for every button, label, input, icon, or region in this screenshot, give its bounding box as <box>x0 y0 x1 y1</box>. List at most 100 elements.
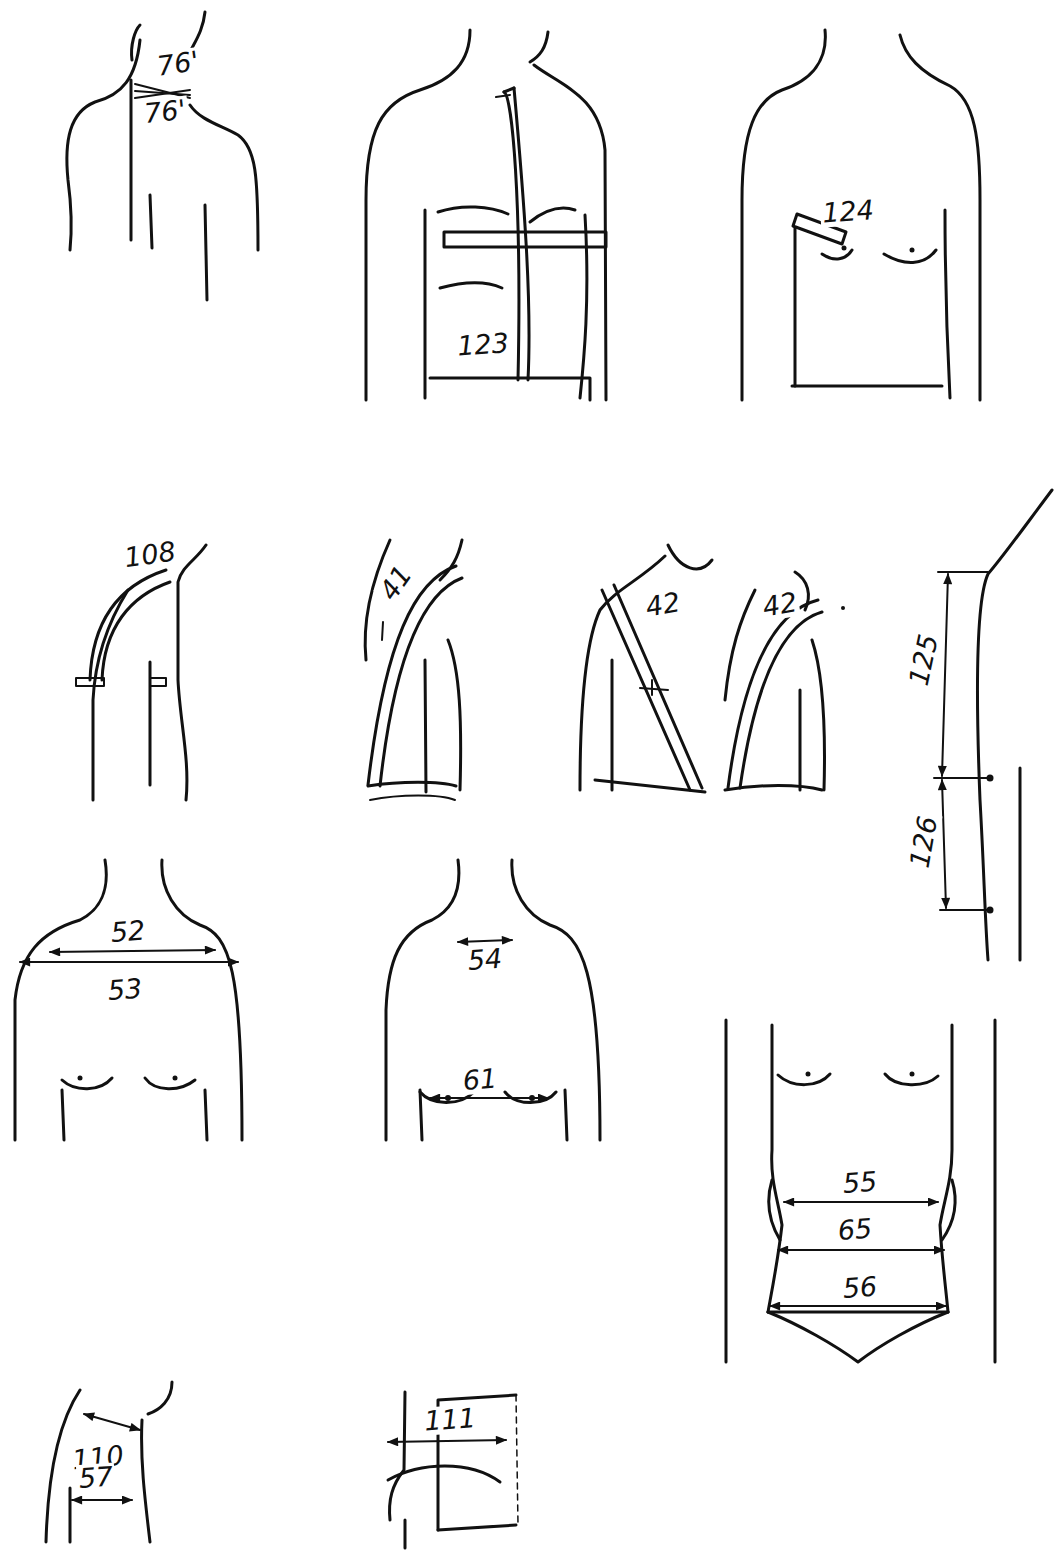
waist-line <box>725 786 822 791</box>
measure-number: 56 <box>840 1273 880 1304</box>
body-contour <box>812 640 825 790</box>
neck-back-sketch <box>67 12 258 300</box>
body-contour <box>425 660 426 792</box>
dot <box>987 775 994 782</box>
breast-mark <box>651 680 653 695</box>
body-contour <box>794 228 797 386</box>
body-contour <box>382 622 383 640</box>
tape-strip <box>102 582 170 680</box>
body-contour <box>162 860 242 1140</box>
nipple-dot <box>78 1076 83 1081</box>
tape-strip <box>380 578 462 786</box>
measure-number: 54 <box>465 945 505 976</box>
body-contour <box>668 545 712 569</box>
body-contour <box>190 105 258 250</box>
breast-line <box>822 250 852 259</box>
breast-line <box>884 250 936 263</box>
dimension-arrow <box>942 574 948 776</box>
side-height-sketch <box>934 490 1052 960</box>
side-sketch <box>76 545 206 800</box>
measure-number: 126 <box>905 812 943 872</box>
waist-line <box>430 378 590 400</box>
body-contour <box>150 195 152 248</box>
extension-line <box>938 571 988 573</box>
body-contour <box>742 30 825 400</box>
body-contour <box>768 1025 782 1312</box>
arm-contour <box>994 1020 997 1362</box>
sheet-side-sketch <box>388 1392 518 1548</box>
sheet-fold <box>516 1395 518 1525</box>
measure-number: 53 <box>105 975 145 1006</box>
measure-number: 125 <box>904 630 943 690</box>
extension-line <box>940 909 990 911</box>
body-contour <box>62 1090 64 1140</box>
sheet-outline <box>438 1525 516 1530</box>
tape-end <box>150 678 166 686</box>
breast-line <box>440 283 502 288</box>
body-contour <box>945 210 950 398</box>
waist-line <box>370 796 455 801</box>
measure-number: 52 <box>108 917 148 948</box>
dimension-arrow <box>458 940 512 942</box>
waist-hips-sketch <box>726 1020 995 1362</box>
tape-strip <box>504 88 514 92</box>
body-contour <box>178 545 206 800</box>
tape-strip <box>514 88 529 380</box>
measure-number: 124 <box>819 196 876 228</box>
body-contour <box>611 660 614 790</box>
body-contour <box>530 32 548 62</box>
tape-strip <box>444 232 606 247</box>
body-contour <box>448 640 461 790</box>
back-sketch <box>365 540 462 800</box>
tape-strip <box>740 612 822 788</box>
body-contour <box>440 540 462 580</box>
measure-number: 108 <box>121 537 180 573</box>
dimension-arrow <box>84 1414 140 1430</box>
body-contour <box>580 215 587 398</box>
body-contour <box>404 1520 407 1548</box>
measure-number: 111 <box>421 1404 478 1436</box>
body-contour <box>900 35 980 400</box>
body-contour <box>67 40 140 250</box>
brief-line <box>768 1312 948 1362</box>
dimension-arrow <box>778 1249 944 1251</box>
breast-line <box>438 207 508 214</box>
body-contour <box>424 210 427 398</box>
body-contour <box>940 1025 952 1312</box>
shoulders-sketch <box>15 860 242 1140</box>
waist-line <box>595 780 705 792</box>
measure-number: 42 <box>759 588 802 623</box>
dimension-arrow <box>72 1499 132 1501</box>
dimension-arrow <box>942 780 946 908</box>
body-contour <box>148 1382 172 1414</box>
body-contour <box>205 205 207 300</box>
dimension-arrow <box>388 1440 506 1442</box>
measure-number: 76' <box>153 47 202 81</box>
front-torso-sketch <box>366 30 606 400</box>
dot <box>987 907 994 914</box>
tape-strip <box>90 570 166 680</box>
body-contour <box>15 860 106 1140</box>
body-contour <box>388 1466 500 1482</box>
breast-line <box>62 1078 112 1089</box>
breast-line <box>778 1074 830 1085</box>
measure-number: 123 <box>454 329 511 361</box>
arm-side-sketch <box>46 1382 172 1542</box>
nipple-dot <box>806 1072 811 1077</box>
tape-strip <box>728 600 818 788</box>
extension-line <box>934 777 990 779</box>
waist-line <box>368 782 456 786</box>
nipple-dot <box>842 246 847 251</box>
body-contour <box>1019 768 1022 960</box>
tape-strip <box>614 585 702 788</box>
body-contour <box>132 25 140 60</box>
breast-line <box>530 208 575 222</box>
waist-line <box>792 385 942 388</box>
body-contour <box>130 80 133 240</box>
measure-number: 42 <box>642 588 685 623</box>
body-contour <box>69 1488 72 1542</box>
front-back-sketch <box>580 545 845 792</box>
bust-sketch <box>386 860 600 1140</box>
